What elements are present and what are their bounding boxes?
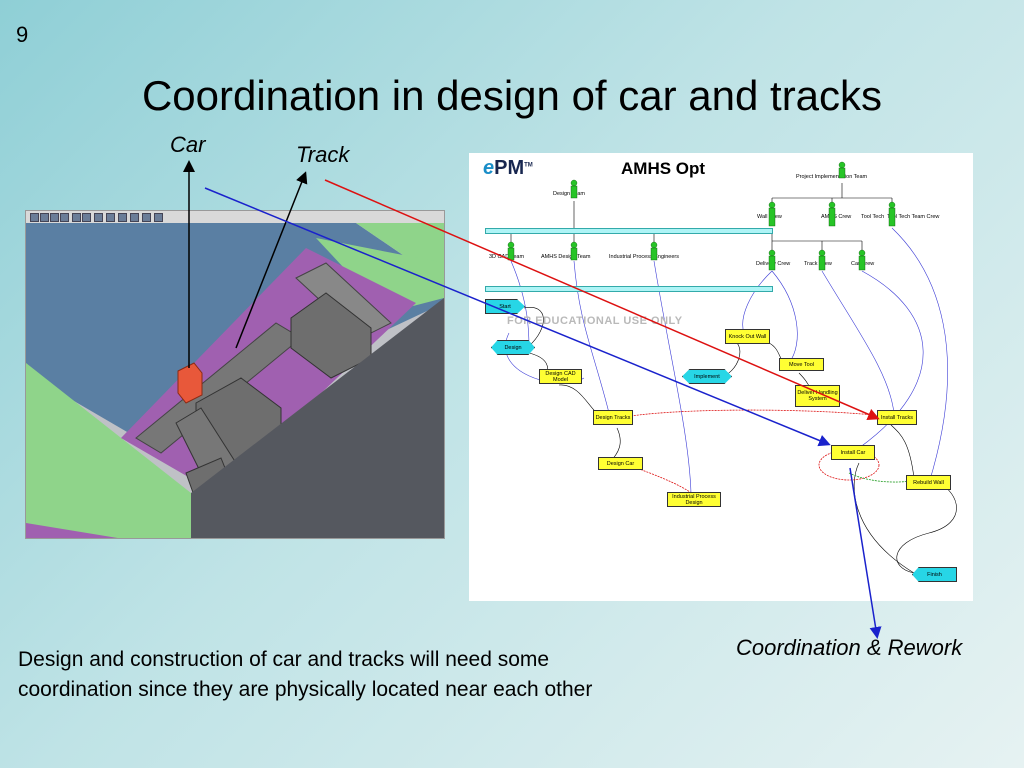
car-label: Car [170,132,206,157]
task-knock-out-wall[interactable]: Knock Out Wall [725,329,770,344]
rotate-icon[interactable] [30,213,39,222]
team-label: Track Crew [804,261,832,267]
3d-model-view [25,210,445,539]
team-label: 3D CAD Team [489,254,525,260]
3d-scene [26,223,444,538]
view-icon[interactable] [94,213,103,222]
view-icon[interactable] [82,213,91,222]
task-design-cad-model[interactable]: Design CAD Model [539,369,582,384]
team-label: Wall Crew [757,214,782,220]
view-icon[interactable] [142,213,151,222]
milestone-design[interactable]: Design [491,340,535,355]
team-label: Delivery Crew [756,261,791,267]
team-label: Project Implementation Team [796,174,868,180]
milestone-start[interactable]: Start [485,299,525,314]
team-label: AMHS Crew [821,214,852,220]
task-install-tracks[interactable]: Install Tracks [877,410,917,425]
diagram-title: AMHS Opt [621,159,706,178]
task-move-tool[interactable]: Move Tool [779,358,824,371]
org-bar [485,286,773,292]
view-icon[interactable] [106,213,115,222]
body-text: Design and construction of car and track… [18,648,593,701]
epm-logo: ePMTM [483,157,533,179]
slide-title: Coordination in design of car and tracks [141,72,883,119]
task-install-car[interactable]: Install Car [831,445,875,460]
car-model [177,362,203,404]
team-label: AMHS Design Team [541,254,591,260]
team-label: Tool Tech Team Crew [887,214,940,220]
team-label: Industrial Process Engineers [609,254,680,260]
view-icon[interactable] [118,213,127,222]
fit-icon[interactable] [60,213,69,222]
task-design-car[interactable]: Design Car [598,457,643,470]
team-label: Design Team [553,191,585,197]
team-label: Tool Tech [861,214,885,220]
watermark: FOR EDUCATIONAL USE ONLY [507,315,683,327]
org-bar [485,228,773,234]
task-deliver-handling-system[interactable]: Deliver Handling System [795,385,840,407]
milestone-implement[interactable]: Implement [682,369,732,384]
track-label: Track [296,142,350,167]
team-label: Car Crew [851,261,875,267]
milestone-finish[interactable]: Finish [912,567,957,582]
slide-number: 9 [16,22,29,47]
zoom-icon[interactable] [50,213,59,222]
task-design-tracks[interactable]: Design Tracks [593,410,633,425]
view-icon[interactable] [130,213,139,222]
view-icon[interactable] [154,213,163,222]
task-industrial-process-design[interactable]: Industrial Process Design [667,492,721,507]
pan-icon[interactable] [40,213,49,222]
green-area [26,363,191,538]
task-rebuild-wall[interactable]: Rebuild Wall [906,475,951,490]
coordination-label: Coordination & Rework [736,635,963,660]
process-diagram: ePMTM AMHS Opt [469,153,973,601]
view-icon[interactable] [72,213,81,222]
